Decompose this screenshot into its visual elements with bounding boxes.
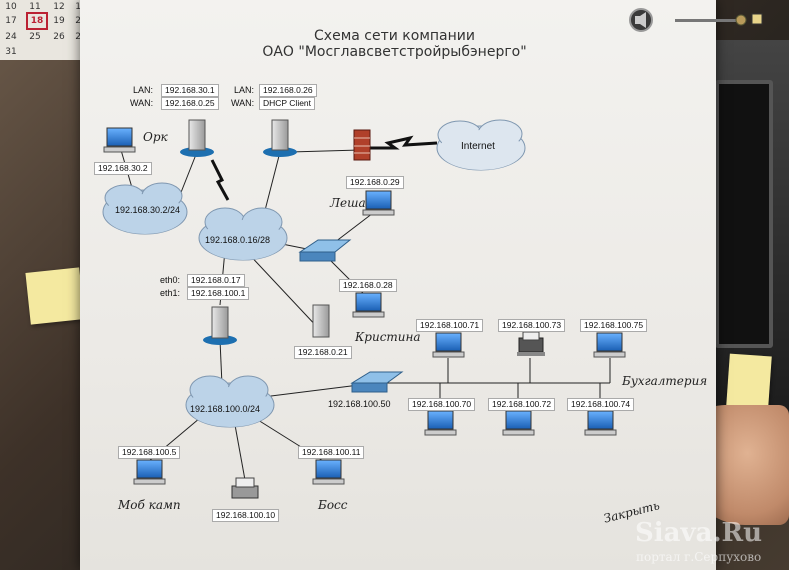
watermark-sub: портал г.Серпухово bbox=[636, 550, 761, 564]
gw-eth0-ip: 192.168.0.17 bbox=[187, 274, 245, 287]
pc-acc-72-icon bbox=[503, 411, 534, 435]
cloud-net100 bbox=[186, 376, 274, 427]
server-21-ip: 192.168.0.21 bbox=[294, 346, 352, 359]
accounting-name: Бухгалтерия bbox=[622, 374, 707, 388]
router-2-lan-ip: 192.168.0.26 bbox=[259, 84, 317, 97]
server-21-icon bbox=[313, 305, 329, 337]
acc-ip-70: 192.168.100.70 bbox=[408, 398, 475, 411]
switch-1-icon bbox=[300, 240, 350, 261]
cloud-net0 bbox=[199, 208, 287, 260]
switch-2-ip: 192.168.100.50 bbox=[328, 399, 391, 409]
router-1-icon bbox=[180, 120, 214, 157]
kristina-ip: 192.168.0.28 bbox=[339, 279, 397, 292]
router-2-wan-ip: DHCP Client bbox=[259, 97, 315, 110]
firewall-icon bbox=[354, 130, 370, 160]
ork-ip: 192.168.30.2 bbox=[94, 162, 152, 175]
pc-ork-icon bbox=[104, 128, 135, 152]
mob-name: Моб камп bbox=[118, 498, 181, 512]
boss-ip: 192.168.100.11 bbox=[298, 446, 364, 459]
cloud-internet-label: Internet bbox=[461, 141, 495, 152]
router-1-lan-ip: 192.168.30.1 bbox=[161, 84, 219, 97]
pc-acc-74-icon bbox=[585, 411, 616, 435]
mob-ip: 192.168.100.5 bbox=[118, 446, 180, 459]
boss-name: Босс bbox=[318, 498, 347, 512]
lesha-name: Леша bbox=[330, 196, 366, 210]
pc-lesha-icon bbox=[363, 191, 394, 215]
router-2-icon bbox=[263, 120, 297, 157]
pc-mob-icon bbox=[134, 460, 165, 484]
pc-acc-70-icon bbox=[425, 411, 456, 435]
cloud-net0-label: 192.168.0.16/28 bbox=[205, 235, 270, 245]
watermark-logo: Siava.Ru bbox=[635, 518, 762, 548]
pc-acc-75-icon bbox=[594, 333, 625, 357]
acc-ip-73: 192.168.100.73 bbox=[498, 319, 565, 332]
gw-eth1-ip: 192.168.100.1 bbox=[187, 287, 249, 300]
printer-acc-icon bbox=[517, 332, 545, 356]
lesha-ip: 192.168.0.29 bbox=[346, 176, 404, 189]
router-1-lan-label: LAN: bbox=[133, 85, 153, 95]
acc-ip-74: 192.168.100.74 bbox=[567, 398, 634, 411]
cloud-net30-label: 192.168.30.2/24 bbox=[115, 205, 180, 215]
printer-100-10-ip: 192.168.100.10 bbox=[212, 509, 279, 522]
wireless-link-icon bbox=[212, 160, 228, 200]
acc-ip-71: 192.168.100.71 bbox=[416, 319, 483, 332]
router-1-wan-label: WAN: bbox=[130, 98, 153, 108]
acc-ip-75: 192.168.100.75 bbox=[580, 319, 647, 332]
pc-kristina-icon bbox=[353, 293, 384, 317]
pc-acc-71-icon bbox=[433, 333, 464, 357]
router-2-wan-label: WAN: bbox=[231, 98, 254, 108]
router-2-lan-label: LAN: bbox=[234, 85, 254, 95]
acc-ip-72: 192.168.100.72 bbox=[488, 398, 555, 411]
kristina-name: Кристина bbox=[355, 330, 421, 344]
wan-link-icon bbox=[370, 138, 437, 148]
gw-eth1-label: eth1: bbox=[160, 288, 180, 298]
gateway-server-icon bbox=[203, 307, 237, 345]
pc-boss-icon bbox=[313, 460, 344, 484]
printer-100-10-icon bbox=[232, 478, 258, 498]
gw-eth0-label: eth0: bbox=[160, 275, 180, 285]
switch-2-icon bbox=[352, 372, 402, 392]
cloud-net100-label: 192.168.100.0/24 bbox=[190, 404, 260, 414]
ork-name: Орк bbox=[143, 130, 168, 144]
router-1-wan-ip: 192.168.0.25 bbox=[161, 97, 219, 110]
